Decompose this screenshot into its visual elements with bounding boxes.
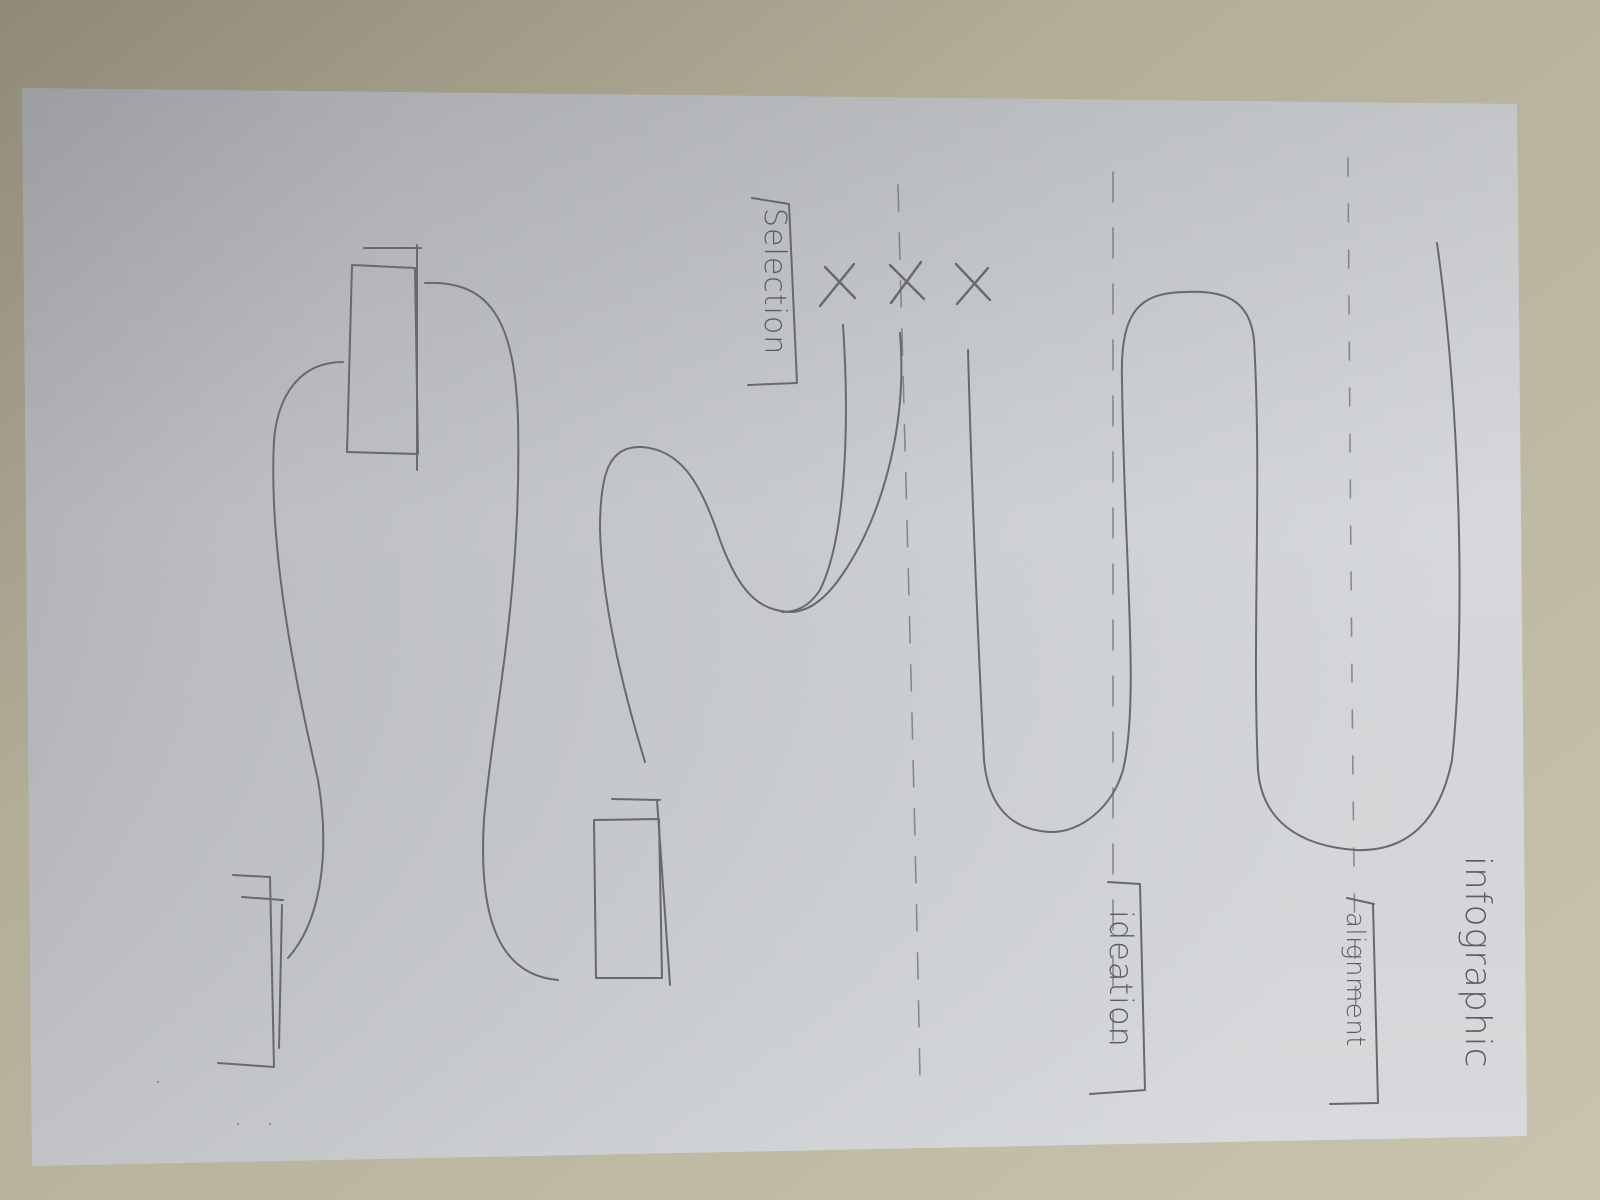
pencil-dot: [237, 1123, 239, 1125]
label-frame-ideation: [1089, 881, 1146, 1095]
left-outer-curve: [272, 361, 344, 959]
wave-path-double: [781, 324, 847, 613]
sketch-title: infographic: [1457, 856, 1498, 1068]
paper-sheet: [22, 88, 1527, 1166]
milestone-box: [217, 874, 284, 1068]
dashed-guide-line: [897, 184, 921, 1081]
pencil-dot: [157, 1081, 159, 1083]
milestone-box: [593, 798, 671, 986]
pencil-sketch: [157, 157, 1461, 1125]
label-alignment: alignment: [1340, 912, 1370, 1047]
left-curve-path: [424, 281, 559, 981]
cross-mark: [954, 262, 992, 306]
pencil-dot: [269, 1123, 271, 1125]
cross-mark: [888, 260, 926, 305]
wave-path: [599, 332, 903, 763]
label-frame-alignment: [1329, 897, 1379, 1105]
cross-mark: [818, 262, 857, 308]
label-ideation: ideation: [1102, 910, 1140, 1048]
dashed-guide-line: [1347, 157, 1357, 1021]
cross-marks: [818, 260, 992, 308]
label-frame-selection: [747, 197, 798, 386]
label-selection: Selection: [757, 208, 792, 355]
serpentine-path: [967, 242, 1461, 852]
milestone-box: [346, 244, 422, 471]
